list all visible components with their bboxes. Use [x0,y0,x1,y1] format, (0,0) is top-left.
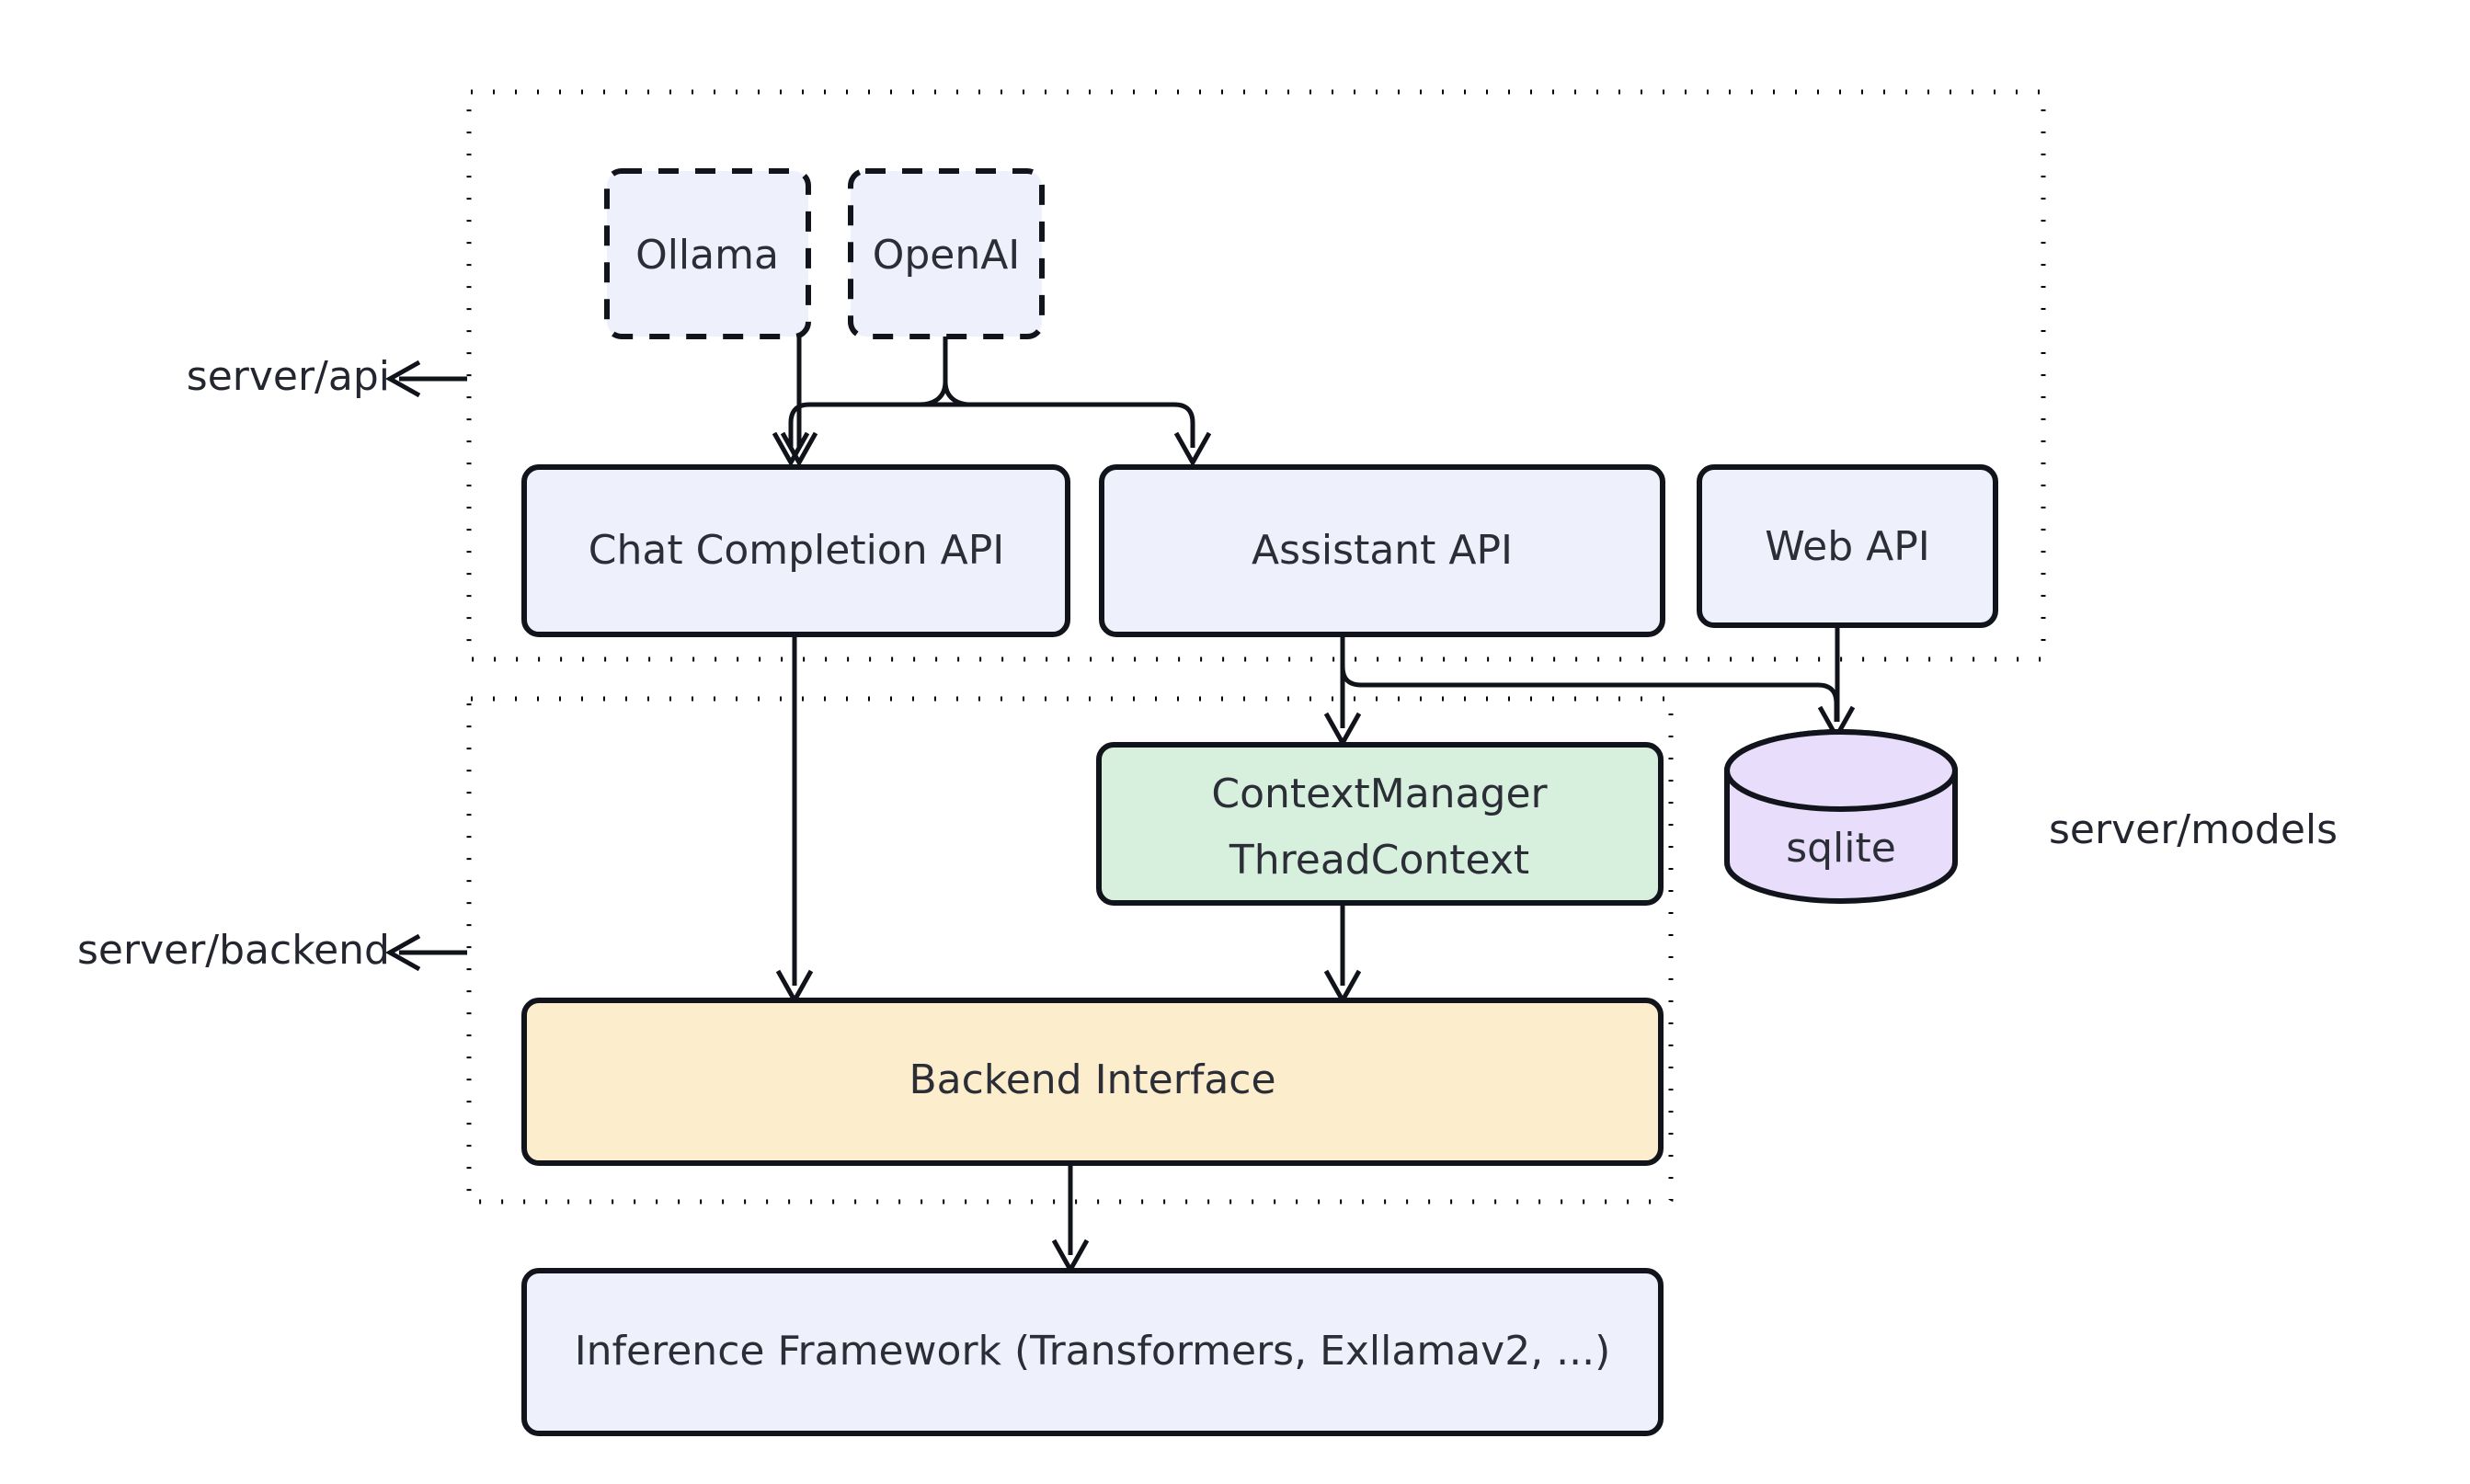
node-web-api-rect[interactable] [1697,464,1998,628]
node-assistant-api[interactable]: Assistant API [1099,464,1665,637]
node-backend-interface-label: Backend Interface [909,1056,1275,1103]
node-inference-framework-label: Inference Framework (Transformers, Exlla… [575,1328,1611,1375]
node-backend-interface-rect[interactable] [521,998,1664,1166]
node-openai-rect[interactable] [848,168,1045,339]
node-context-manager[interactable]: ContextManager ThreadContext [1096,742,1664,906]
edge-openai-fork [772,337,1212,468]
group-server-api [466,89,2046,662]
node-context-manager-rect[interactable] [1096,742,1664,906]
node-ollama[interactable]: Ollama [604,168,811,339]
node-sqlite-top-ellipse [1724,729,1958,812]
edge-assistant-api-to-sqlite [1340,634,1856,742]
edge-chat-completion-api-to-backend [775,634,814,1006]
node-chat-completion-api-label: Chat Completion API [589,527,1004,574]
node-openai-label: OpenAI [873,232,1021,279]
label-server-api: server/api [187,353,390,400]
node-assistant-api-rect[interactable] [1099,464,1665,637]
edge-ollama-to-chat-completion-api [780,335,818,468]
label-server-models: server/models [2049,806,2338,853]
edge-backend-to-inference-framework [1051,1163,1090,1275]
label-server-backend: server/backend [77,927,390,974]
node-chat-completion-api[interactable]: Chat Completion API [521,464,1070,637]
node-context-manager-label-line1: ContextManager [1211,771,1548,817]
node-chat-completion-api-rect[interactable] [521,464,1070,637]
node-ollama-label: Ollama [635,232,779,279]
node-inference-framework[interactable]: Inference Framework (Transformers, Exlla… [521,1268,1664,1436]
group-label-arrow-server-api [384,360,467,398]
node-openai[interactable]: OpenAI [848,168,1045,339]
node-ollama-rect[interactable] [604,168,811,339]
node-sqlite[interactable]: sqlite [1724,729,1958,904]
node-sqlite-label: sqlite [1786,825,1896,872]
group-label-arrow-server-backend [384,933,467,972]
node-context-manager-label-line2: ThreadContext [1229,837,1529,884]
node-web-api[interactable]: Web API [1697,464,1998,628]
node-web-api-label: Web API [1765,523,1930,570]
node-inference-framework-rect[interactable] [521,1268,1664,1436]
node-assistant-api-label: Assistant API [1252,527,1513,574]
node-backend-interface[interactable]: Backend Interface [521,998,1664,1166]
edge-context-manager-to-backend [1323,903,1362,1006]
